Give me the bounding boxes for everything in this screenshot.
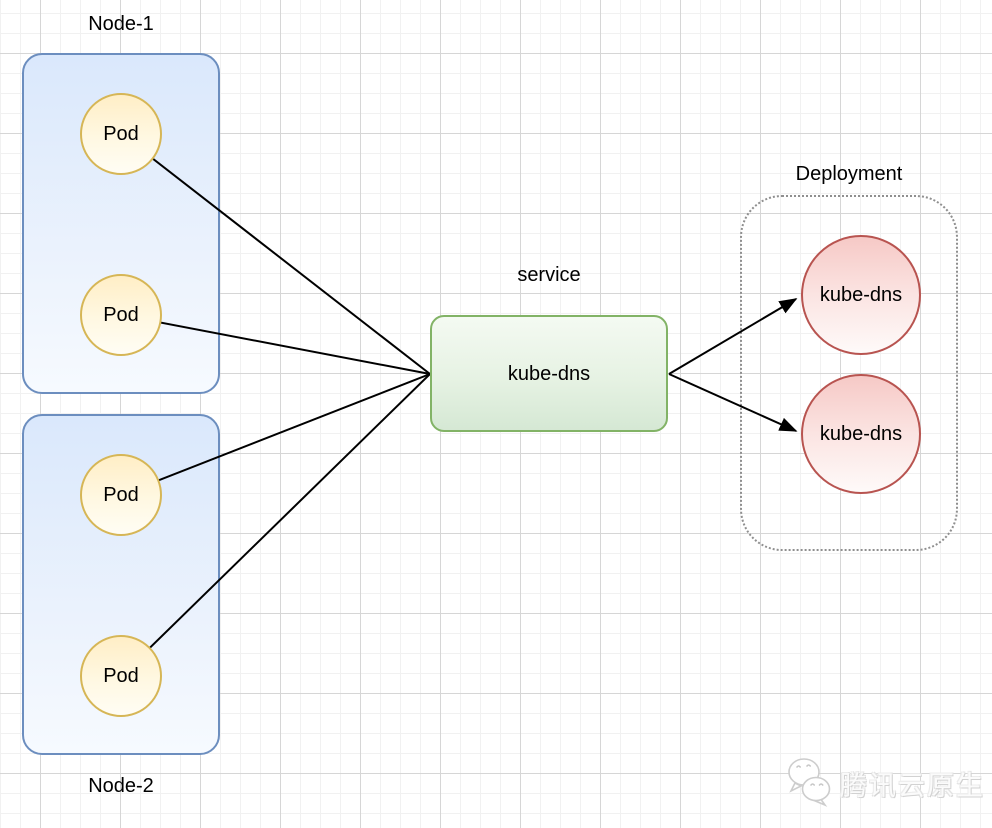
replica-circle-1: kube-dns [801, 235, 921, 355]
pod-label: Pod [103, 665, 139, 687]
service-box: kube-dns [430, 315, 668, 432]
pod-circle-node1-1: Pod [80, 93, 162, 175]
replica-label: kube-dns [819, 423, 903, 445]
pod-label: Pod [103, 484, 139, 506]
node-2-title: Node-2 [88, 775, 154, 797]
replica-label: kube-dns [819, 284, 903, 306]
replica-circle-2: kube-dns [801, 374, 921, 494]
pod-label: Pod [103, 123, 139, 145]
pod-label: Pod [103, 304, 139, 326]
deployment-title: Deployment [795, 163, 903, 185]
node-1-title: Node-1 [88, 13, 154, 35]
watermark-text: 腾讯云原生 [840, 770, 985, 801]
service-name-label: kube-dns [507, 362, 591, 385]
service-title: service [517, 264, 581, 286]
pod-circle-node2-2: Pod [80, 635, 162, 717]
watermark: 腾讯云原生 [786, 756, 985, 810]
wechat-icon [788, 758, 831, 807]
pod-circle-node1-2: Pod [80, 274, 162, 356]
pod-circle-node2-1: Pod [80, 454, 162, 536]
